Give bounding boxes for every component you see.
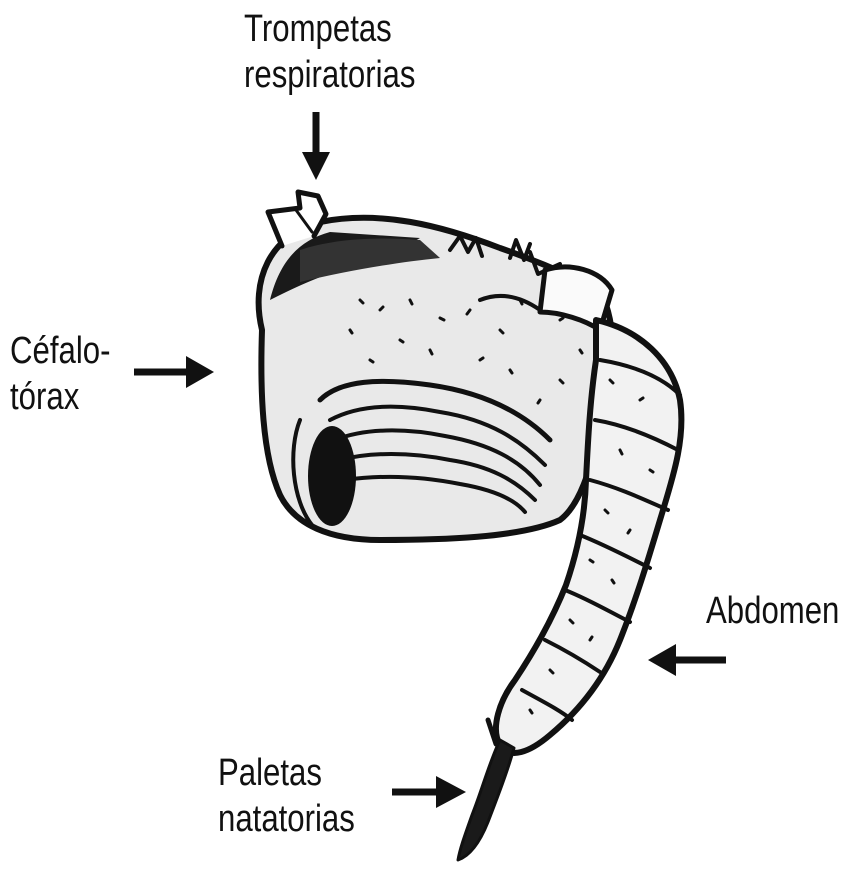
arrow-trompetas <box>302 112 330 180</box>
arrow-cefalotorax <box>134 356 214 388</box>
arrow-paletas <box>392 776 466 808</box>
eye <box>308 426 356 526</box>
arrow-abdomen <box>648 644 726 676</box>
swimming-paddles <box>458 740 514 860</box>
pupa-body <box>259 192 682 860</box>
